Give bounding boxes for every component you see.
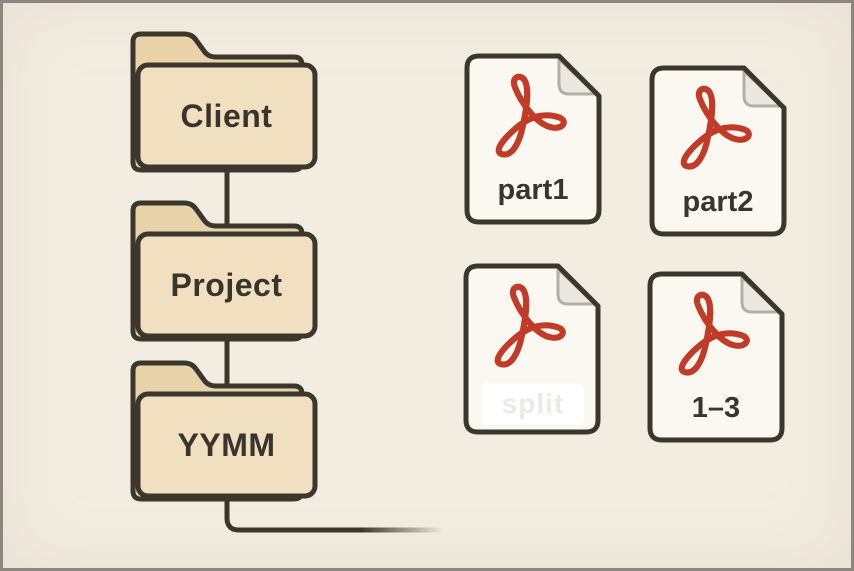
acrobat-logo-icon (494, 283, 566, 368)
page-body (652, 68, 784, 234)
pdf-file-icon (647, 271, 785, 443)
folder-front-panel (135, 231, 318, 339)
pdf-file-part1: part1 (464, 53, 602, 225)
pdf-file-part2: part2 (649, 65, 787, 237)
acrobat-logo-icon (678, 291, 750, 376)
folder-front-panel (135, 62, 318, 170)
folder-client-label: Client (180, 97, 273, 134)
folder-front-panel (135, 391, 318, 499)
folder-icon (130, 360, 318, 502)
pdf-label-part1: part1 (497, 173, 569, 206)
page-outline (649, 65, 787, 237)
page-outline (647, 271, 785, 443)
pdf-file-icon (649, 65, 787, 237)
page-body (467, 56, 599, 222)
page-outline (463, 263, 601, 435)
page-body (650, 274, 782, 440)
folder-yymm: YYMM (130, 359, 318, 503)
folder-icon (130, 200, 318, 342)
pdf-label-ghost: split (501, 388, 565, 419)
page-outline (464, 53, 602, 225)
folder-icon (130, 31, 318, 173)
pdf-file-1-3: 1–3 (647, 271, 785, 443)
pdf-file-erased: split (463, 263, 601, 435)
folder-project: Project (130, 199, 318, 343)
pdf-label-part2: part2 (682, 185, 754, 218)
folder-yymm-label: YYMM (177, 426, 276, 463)
acrobat-logo-icon (680, 85, 752, 170)
pdf-label-1-3: 1–3 (691, 391, 741, 424)
whiteout-patch: split (482, 383, 584, 425)
acrobat-logo-icon (495, 73, 567, 158)
folder-client: Client (130, 30, 318, 174)
folder-project-label: Project (170, 266, 283, 303)
pdf-file-icon (464, 53, 602, 225)
